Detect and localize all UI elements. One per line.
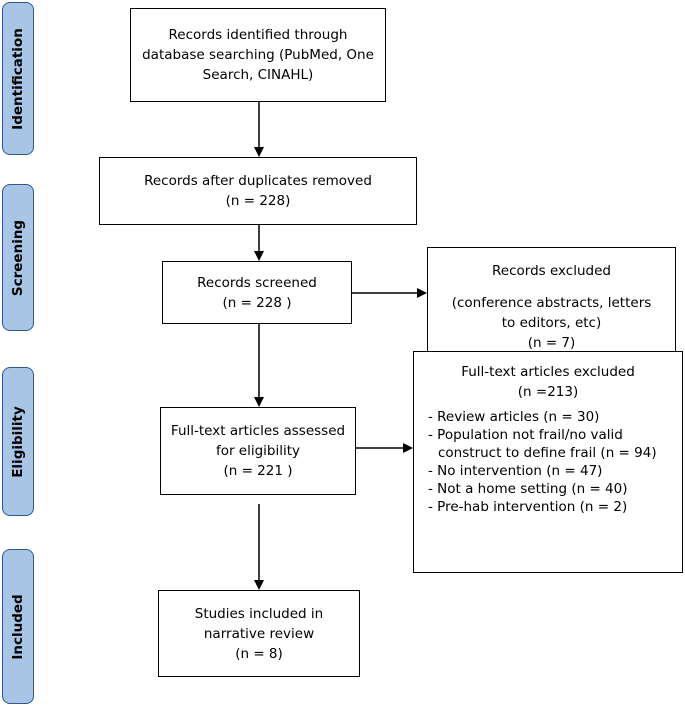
studies-included-box: Studies included in narrative review (n … — [158, 590, 360, 677]
fulltext-assessed-box: Full-text articles assessed for eligibil… — [160, 407, 356, 495]
duplicates-removed-box: Records after duplicates removed (n = 22… — [99, 157, 417, 225]
duplicates-removed-line2: (n = 228) — [225, 193, 291, 209]
records-excluded-line1: Records excluded — [492, 263, 611, 279]
fulltext-excluded-count: (n =213) — [517, 384, 579, 400]
records-screened-line1: Records screened — [197, 274, 317, 291]
fulltext-assessed-line3: (n = 221 ) — [223, 463, 293, 479]
fulltext-excluded-title: Full-text articles excluded — [461, 364, 635, 380]
studies-included-line1: Studies included in — [194, 605, 324, 622]
records-identified-line3: Search, CINAHL) — [202, 67, 314, 83]
exclusion-reason-item: - No intervention (n = 47) — [428, 463, 603, 479]
records-excluded-line2: (conference abstracts, letters — [451, 295, 652, 311]
exclusion-reason-item: - Population not frail/no valid — [428, 427, 623, 443]
exclusion-reason-item: - Not a home setting (n = 40) — [428, 481, 628, 497]
duplicates-removed-line1: Records after duplicates removed — [144, 173, 372, 189]
records-screened-line2: (n = 228 ) — [222, 294, 292, 311]
fulltext-assessed-line2: for eligibility — [215, 443, 301, 459]
records-identified-box: Records identified through database sear… — [130, 8, 386, 102]
records-excluded-line3: to editors, etc) — [501, 315, 602, 331]
fulltext-excluded-box: Full-text articles excluded (n =213) - R… — [413, 351, 683, 573]
records-excluded-line4: (n = 7) — [527, 335, 576, 351]
exclusion-reason-item: - Review articles (n = 30) — [428, 409, 600, 425]
phase-included: Included — [2, 549, 34, 704]
exclusion-reason-item: - Pre-hab intervention (n = 2) — [428, 499, 628, 515]
studies-included-line3: (n = 8) — [235, 645, 283, 662]
studies-included-line2: narrative review — [203, 625, 315, 642]
phase-identification: Identification — [2, 2, 34, 155]
phase-eligibility: Eligibility — [2, 367, 34, 516]
records-excluded-box: Records excluded (conference abstracts, … — [427, 247, 676, 367]
records-screened-box: Records screened (n = 228 ) — [162, 261, 352, 324]
phase-screening: Screening — [2, 184, 34, 331]
fulltext-assessed-line1: Full-text articles assessed — [170, 423, 346, 439]
exclusion-reason-item: construct to define frail (n = 94) — [438, 445, 657, 461]
records-identified-line2: database searching (PubMed, One — [142, 47, 374, 63]
exclusion-reasons-list: - Review articles (n = 30) - Population … — [414, 408, 682, 516]
records-identified-line1: Records identified through — [168, 27, 348, 43]
